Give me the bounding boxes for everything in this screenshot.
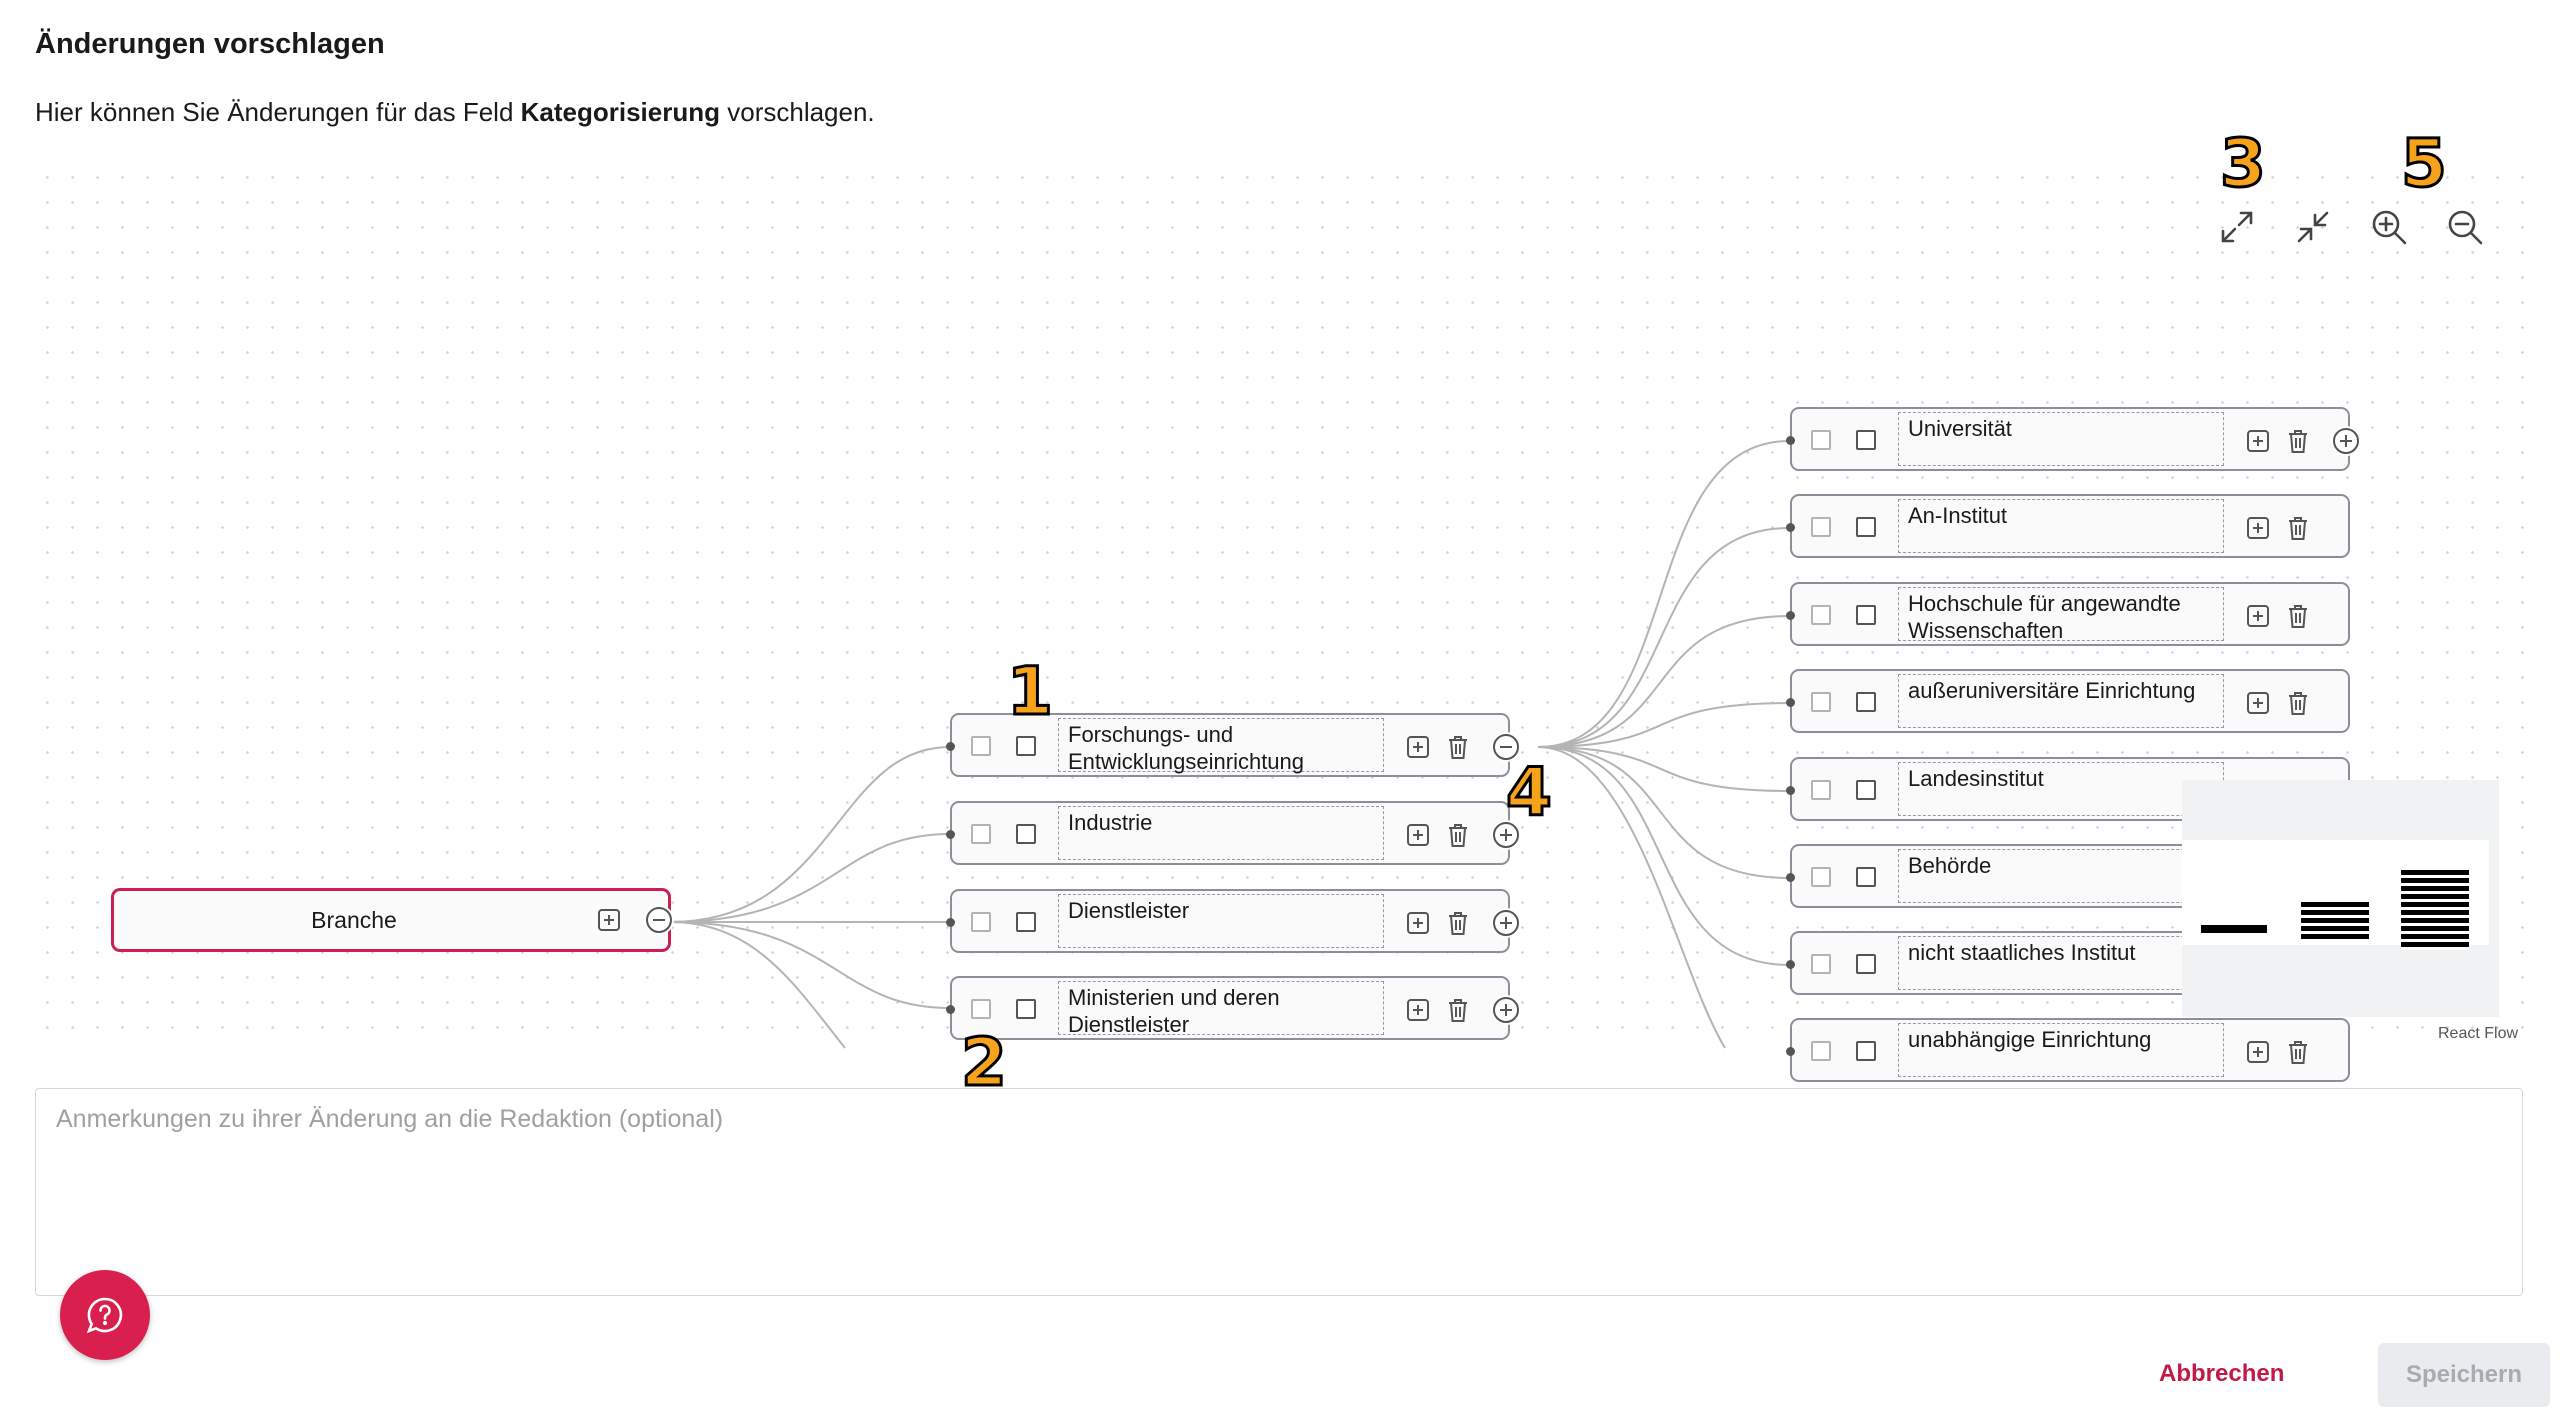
select-checkbox[interactable] <box>971 999 991 1019</box>
select-checkbox[interactable] <box>1811 867 1831 887</box>
tree-node-level1[interactable]: Industrie <box>946 801 1521 865</box>
tree-node-level2[interactable]: An-Institut <box>1786 494 2350 558</box>
select-checkbox[interactable] <box>1811 692 1831 712</box>
select-checkbox[interactable] <box>1856 517 1876 537</box>
expand-toggle-icon[interactable] <box>1491 995 1521 1025</box>
select-checkbox[interactable] <box>1856 430 1876 450</box>
zoom-in-icon[interactable] <box>2367 205 2411 249</box>
select-checkbox[interactable] <box>1016 824 1036 844</box>
collapse-icon[interactable] <box>2291 205 2335 249</box>
step-badge-1: 1 <box>1006 653 1055 730</box>
tree-node-level2[interactable]: Universität <box>1786 407 2361 471</box>
zoom-out-icon[interactable] <box>2443 205 2487 249</box>
select-checkbox[interactable] <box>1856 1041 1876 1061</box>
add-child-icon[interactable] <box>2244 689 2272 717</box>
expand-toggle-icon[interactable] <box>2331 426 2361 456</box>
add-child-icon[interactable] <box>2244 602 2272 630</box>
flow-canvas[interactable]: Branche Forschungs- und Entwicklungseinr… <box>35 129 2525 1097</box>
node-label[interactable]: Universität <box>1898 412 2224 466</box>
minimap[interactable] <box>2182 780 2499 1017</box>
select-checkbox[interactable] <box>1856 954 1876 974</box>
trash-icon[interactable] <box>2284 514 2312 542</box>
tree-node-level1[interactable]: Dienstleister <box>946 889 1521 953</box>
notes-textarea[interactable] <box>35 1088 2523 1296</box>
trash-icon[interactable] <box>1444 821 1472 849</box>
node-label[interactable]: Behörde <box>1898 849 2224 903</box>
trash-icon[interactable] <box>2284 689 2312 717</box>
trash-icon[interactable] <box>1444 909 1472 937</box>
node-label[interactable]: Hochschule für angewandte Wissenschaften <box>1898 587 2224 643</box>
trash-icon[interactable] <box>2284 602 2312 630</box>
tree-node-level2[interactable]: unabhängige Einrichtung <box>1786 1018 2350 1082</box>
tree-node-root[interactable]: Branche <box>111 888 674 952</box>
add-child-icon[interactable] <box>595 906 623 934</box>
add-child-icon[interactable] <box>2244 1038 2272 1066</box>
select-checkbox[interactable] <box>1811 517 1831 537</box>
select-checkbox[interactable] <box>1856 780 1876 800</box>
tree-node-level1[interactable]: Ministerien und deren Dienstleister <box>946 976 1521 1040</box>
select-checkbox[interactable] <box>1856 692 1876 712</box>
expand-toggle-icon[interactable] <box>1491 820 1521 850</box>
expand-toggle-icon[interactable] <box>1491 908 1521 938</box>
node-label[interactable]: unabhängige Einrichtung <box>1898 1023 2224 1077</box>
intro-field-name: Kategorisierung <box>520 97 721 127</box>
node-label[interactable]: Forschungs- und Entwicklungseinrichtung <box>1058 718 1384 774</box>
add-child-icon[interactable] <box>2244 514 2272 542</box>
node-label[interactable]: Industrie <box>1058 806 1384 860</box>
trash-icon[interactable] <box>1444 996 1472 1024</box>
intro-text: Hier können Sie Änderungen für das Feld <box>35 97 521 127</box>
select-checkbox[interactable] <box>971 736 991 756</box>
help-chat-icon <box>86 1297 123 1334</box>
node-label[interactable]: Dienstleister <box>1058 894 1384 948</box>
select-checkbox[interactable] <box>1016 736 1036 756</box>
select-checkbox[interactable] <box>1856 605 1876 625</box>
add-child-icon[interactable] <box>1404 996 1432 1024</box>
select-checkbox[interactable] <box>1811 954 1831 974</box>
help-button[interactable] <box>60 1270 150 1360</box>
collapse-toggle-icon[interactable] <box>1491 732 1521 762</box>
node-label[interactable]: Ministerien und deren Dienstleister <box>1058 981 1384 1037</box>
add-child-icon[interactable] <box>1404 733 1432 761</box>
select-checkbox[interactable] <box>1016 912 1036 932</box>
tree-edges <box>669 440 1791 1049</box>
node-label[interactable]: Landesinstitut <box>1898 762 2224 816</box>
add-child-icon[interactable] <box>1404 909 1432 937</box>
expand-icon[interactable] <box>2215 205 2259 249</box>
trash-icon[interactable] <box>1444 733 1472 761</box>
select-checkbox[interactable] <box>971 824 991 844</box>
cancel-button[interactable]: Abbrechen <box>2159 1360 2285 1387</box>
react-flow-attribution[interactable]: React Flow <box>2438 1025 2519 1042</box>
step-badge-5: 5 <box>2400 125 2449 202</box>
add-child-icon[interactable] <box>1404 821 1432 849</box>
step-badge-2: 2 <box>960 1024 1009 1101</box>
node-label[interactable]: außeruniversitäre Einrichtung <box>1898 674 2224 728</box>
dialog-title: Änderungen vorschlagen <box>35 28 385 60</box>
tree-node-level2[interactable]: Hochschule für angewandte Wissenschaften <box>1786 582 2350 646</box>
node-label[interactable]: An-Institut <box>1898 499 2224 553</box>
dialog-intro: Hier können Sie Änderungen für das Feld … <box>35 97 875 128</box>
select-checkbox[interactable] <box>1811 605 1831 625</box>
node-label[interactable]: Branche <box>311 906 397 933</box>
select-checkbox[interactable] <box>1856 867 1876 887</box>
step-badge-4: 4 <box>1505 754 1554 831</box>
select-checkbox[interactable] <box>1811 1041 1831 1061</box>
trash-icon[interactable] <box>2284 427 2312 455</box>
intro-text-end: vorschlagen. <box>720 97 875 127</box>
minimap-node <box>2201 925 2267 933</box>
tree-node-level2[interactable]: außeruniversitäre Einrichtung <box>1786 669 2350 733</box>
minimap-node <box>2401 870 2469 950</box>
select-checkbox[interactable] <box>1016 999 1036 1019</box>
add-child-icon[interactable] <box>2244 427 2272 455</box>
select-checkbox[interactable] <box>1811 430 1831 450</box>
node-label[interactable]: nicht staatliches Institut <box>1898 936 2224 990</box>
select-checkbox[interactable] <box>971 912 991 932</box>
select-checkbox[interactable] <box>1811 780 1831 800</box>
step-badge-3: 3 <box>2219 125 2268 202</box>
tree-node-level1[interactable]: Forschungs- und Entwicklungseinrichtung <box>946 713 1521 777</box>
trash-icon[interactable] <box>2284 1038 2312 1066</box>
minimap-node <box>2301 902 2369 941</box>
save-button[interactable]: Speichern <box>2378 1343 2550 1407</box>
collapse-toggle-icon[interactable] <box>644 905 674 935</box>
